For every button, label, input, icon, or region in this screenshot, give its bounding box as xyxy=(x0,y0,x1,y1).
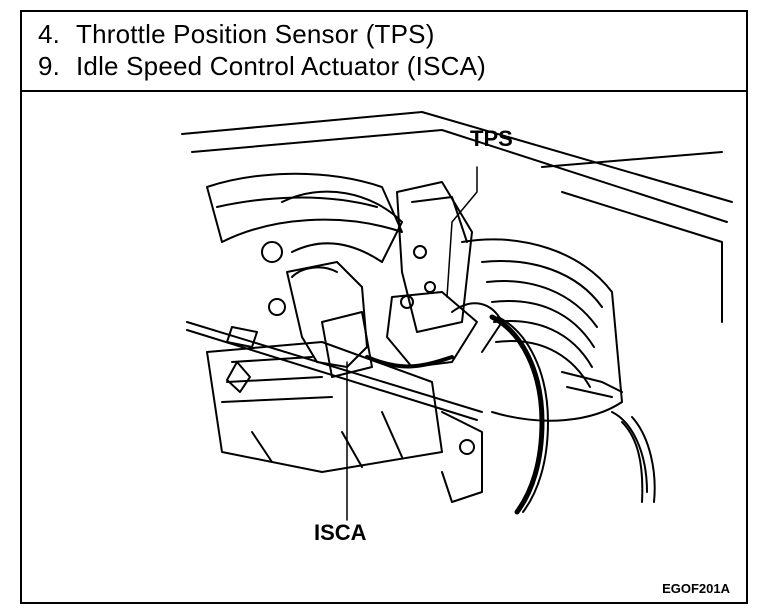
pipe xyxy=(566,386,613,398)
intake-ridge xyxy=(216,196,378,208)
hood-line xyxy=(191,129,728,223)
tps-body xyxy=(386,291,478,368)
body-line xyxy=(561,191,723,323)
corrugated-rib xyxy=(631,416,656,503)
legend-text: Idle Speed Control Actuator (ISCA) xyxy=(76,51,487,81)
isca-callout: ISCA xyxy=(314,520,367,545)
engine-illustration: TPS ISCA xyxy=(22,92,746,602)
body-line xyxy=(541,151,723,168)
legend-item-isca: 9. Idle Speed Control Actuator (ISCA) xyxy=(38,50,746,82)
hose-rib xyxy=(493,320,593,368)
hose-rib xyxy=(491,300,595,348)
engine-line-drawing xyxy=(181,111,733,521)
tps-screw xyxy=(400,295,414,309)
hose-rib xyxy=(486,280,598,328)
throttle-edge xyxy=(411,196,468,243)
engine-block xyxy=(206,341,443,473)
hose-clamp xyxy=(261,241,283,263)
isca-connector xyxy=(321,311,373,378)
corrugated-rib xyxy=(621,421,644,503)
hood-line xyxy=(181,111,733,203)
hose-rib xyxy=(481,260,603,308)
bolt xyxy=(413,245,427,259)
tps-connector xyxy=(451,302,503,353)
block-detail xyxy=(251,411,403,468)
block-rib xyxy=(221,396,333,403)
throttle-pipe xyxy=(281,190,403,263)
tps-leader-line xyxy=(446,166,478,298)
legend-number: 4. xyxy=(38,19,61,49)
block-rib xyxy=(231,356,313,363)
isca-bolt xyxy=(268,298,286,316)
legend-text: Throttle Position Sensor (TPS) xyxy=(76,19,435,49)
block-nut xyxy=(226,361,251,393)
cable-bracket xyxy=(226,326,258,348)
pipe xyxy=(561,371,623,393)
legend-item-tps: 4. Throttle Position Sensor (TPS) xyxy=(38,18,746,50)
figure-code: EGOF201A xyxy=(662,581,730,596)
tps-callout: TPS xyxy=(470,126,513,151)
corrugated-pipe xyxy=(611,411,648,493)
wire-harness xyxy=(497,316,549,513)
block-rib xyxy=(226,376,323,383)
throttle-cable xyxy=(186,329,478,421)
legend-number: 9. xyxy=(38,51,61,81)
intake-tube xyxy=(206,172,403,243)
legend-header: 4. Throttle Position Sensor (TPS) 9. Idle … xyxy=(22,12,746,92)
bracket-bolt xyxy=(459,439,475,455)
throttle-cable xyxy=(186,321,483,413)
isca-body xyxy=(286,261,368,368)
document-frame: 4. Throttle Position Sensor (TPS) 9. Idle … xyxy=(20,10,748,604)
throttle-body xyxy=(396,181,473,333)
mount-bracket xyxy=(441,411,483,503)
isca-wire xyxy=(365,355,454,369)
isca-edge xyxy=(291,266,338,278)
bolt xyxy=(424,281,436,293)
wire-harness xyxy=(489,314,545,515)
